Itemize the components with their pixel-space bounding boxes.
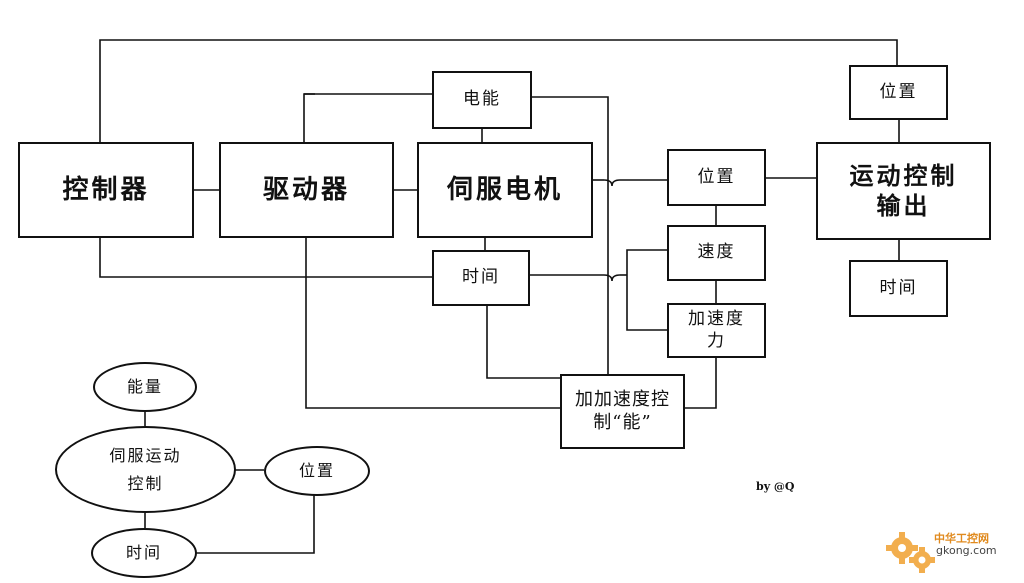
jerk-control-label: 加加速度控制“能” (575, 389, 670, 433)
speed-label: 速度 (697, 242, 736, 263)
time-motor-label: 时间 (462, 267, 500, 288)
jerk-control-block: 加加速度控制“能” (560, 374, 685, 449)
acceleration-force-label: 加速度力 (688, 309, 745, 351)
servo-motion-ellipse: 伺服运动控制 (55, 426, 236, 513)
position-top-label: 位置 (879, 81, 918, 102)
time-ellipse-label: 时间 (125, 543, 162, 563)
time-block-right: 时间 (849, 260, 948, 317)
site-watermark: 中华工控网 gkong.com (886, 524, 1018, 578)
controller-block: 控制器 (18, 142, 194, 238)
motion-output-block: 运动控制输出 (816, 142, 991, 240)
servo-motion-label: 伺服运动控制 (109, 446, 182, 493)
energy-label: 能量 (126, 377, 163, 397)
servo-motor-label: 伺服电机 (446, 174, 563, 205)
position-mid-label: 位置 (697, 166, 736, 187)
watermark-brand: 中华工控网 (934, 532, 989, 545)
watermark-url: gkong.com (936, 544, 997, 557)
controller-label: 控制器 (62, 174, 150, 205)
position-ellipse-label: 位置 (298, 461, 335, 481)
author-credit: by @Q (756, 480, 795, 493)
driver-block: 驱动器 (219, 142, 394, 238)
time-ellipse: 时间 (91, 528, 197, 578)
electric-energy-label: 电能 (463, 89, 501, 110)
driver-label: 驱动器 (262, 174, 350, 205)
speed-block: 速度 (667, 225, 766, 281)
gear-logo-icon (886, 532, 935, 573)
position-block-mid: 位置 (667, 149, 766, 206)
motion-output-label: 运动控制输出 (849, 162, 958, 220)
acceleration-force-block: 加速度力 (667, 303, 766, 358)
time-block-motor: 时间 (432, 250, 530, 306)
energy-ellipse: 能量 (93, 362, 197, 412)
position-ellipse: 位置 (264, 446, 370, 496)
servo-motor-block: 伺服电机 (417, 142, 593, 238)
electric-energy-block: 电能 (432, 71, 532, 129)
position-block-top: 位置 (849, 65, 948, 120)
time-right-label: 时间 (879, 277, 918, 298)
